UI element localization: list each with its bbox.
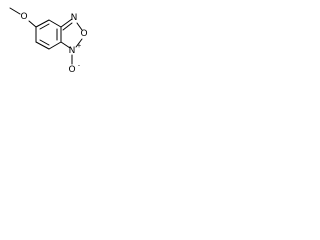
ring-nitrogen-label: N: [71, 13, 78, 23]
bond-c4-c3a: [48, 19, 62, 28]
bond-c7-c6: [35, 41, 50, 50]
bond-c3a-n3: [60, 18, 73, 28]
oxide-oxygen-label: O: [68, 65, 75, 75]
molecule-drawing: O N O N + O -: [9, 7, 88, 75]
bond-c5-c4: [35, 19, 50, 28]
bond-o-ring: [28, 20, 37, 28]
bond-o2-n1: [75, 38, 83, 48]
bond-c7a-c7: [48, 41, 62, 50]
n-oxide-nitrogen-label: N: [69, 46, 76, 56]
ring-oxygen-label: O: [80, 29, 87, 39]
oxide-charge-label: -: [78, 63, 80, 70]
bond-n1-c7a: [60, 41, 71, 49]
methoxy-oxygen-label: O: [20, 12, 27, 22]
structure-canvas: O N O N + O -: [0, 0, 95, 84]
bond-inner-1: [39, 23, 50, 30]
n-oxide-charge-label: +: [76, 43, 81, 50]
bond-inner-3: [39, 39, 50, 46]
bond-methyl-o: [9, 7, 21, 15]
bond-n3-o2: [76, 22, 83, 31]
bond-c3a-n3-double: [62, 22, 73, 31]
